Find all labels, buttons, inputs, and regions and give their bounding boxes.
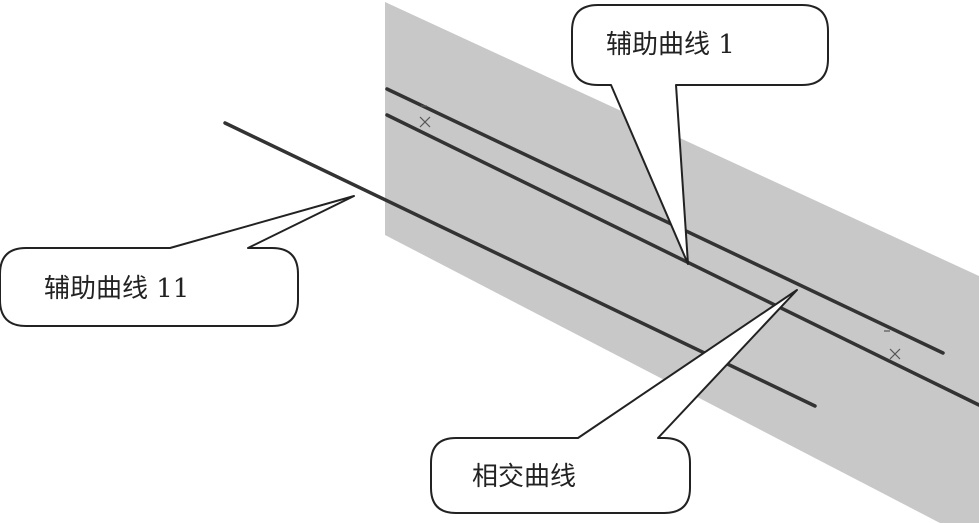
aux-curve-1-line [385, 87, 945, 355]
callout-aux-curve-1-label: 辅助曲线 1 [606, 30, 735, 60]
callout-intersection-curve [430, 289, 798, 514]
callout-aux-curve-11 [0, 195, 355, 327]
callout-intersection-curve-label: 相交曲线 [472, 462, 576, 492]
callout-aux-curve-11-label: 辅助曲线 11 [44, 274, 189, 304]
datum-plane [385, 2, 979, 523]
callout-aux-curve-1 [571, 4, 829, 265]
intersection-curve-line [385, 113, 979, 407]
endpoint-marker-left [419, 116, 431, 128]
endpoint-marker-right [889, 348, 901, 360]
